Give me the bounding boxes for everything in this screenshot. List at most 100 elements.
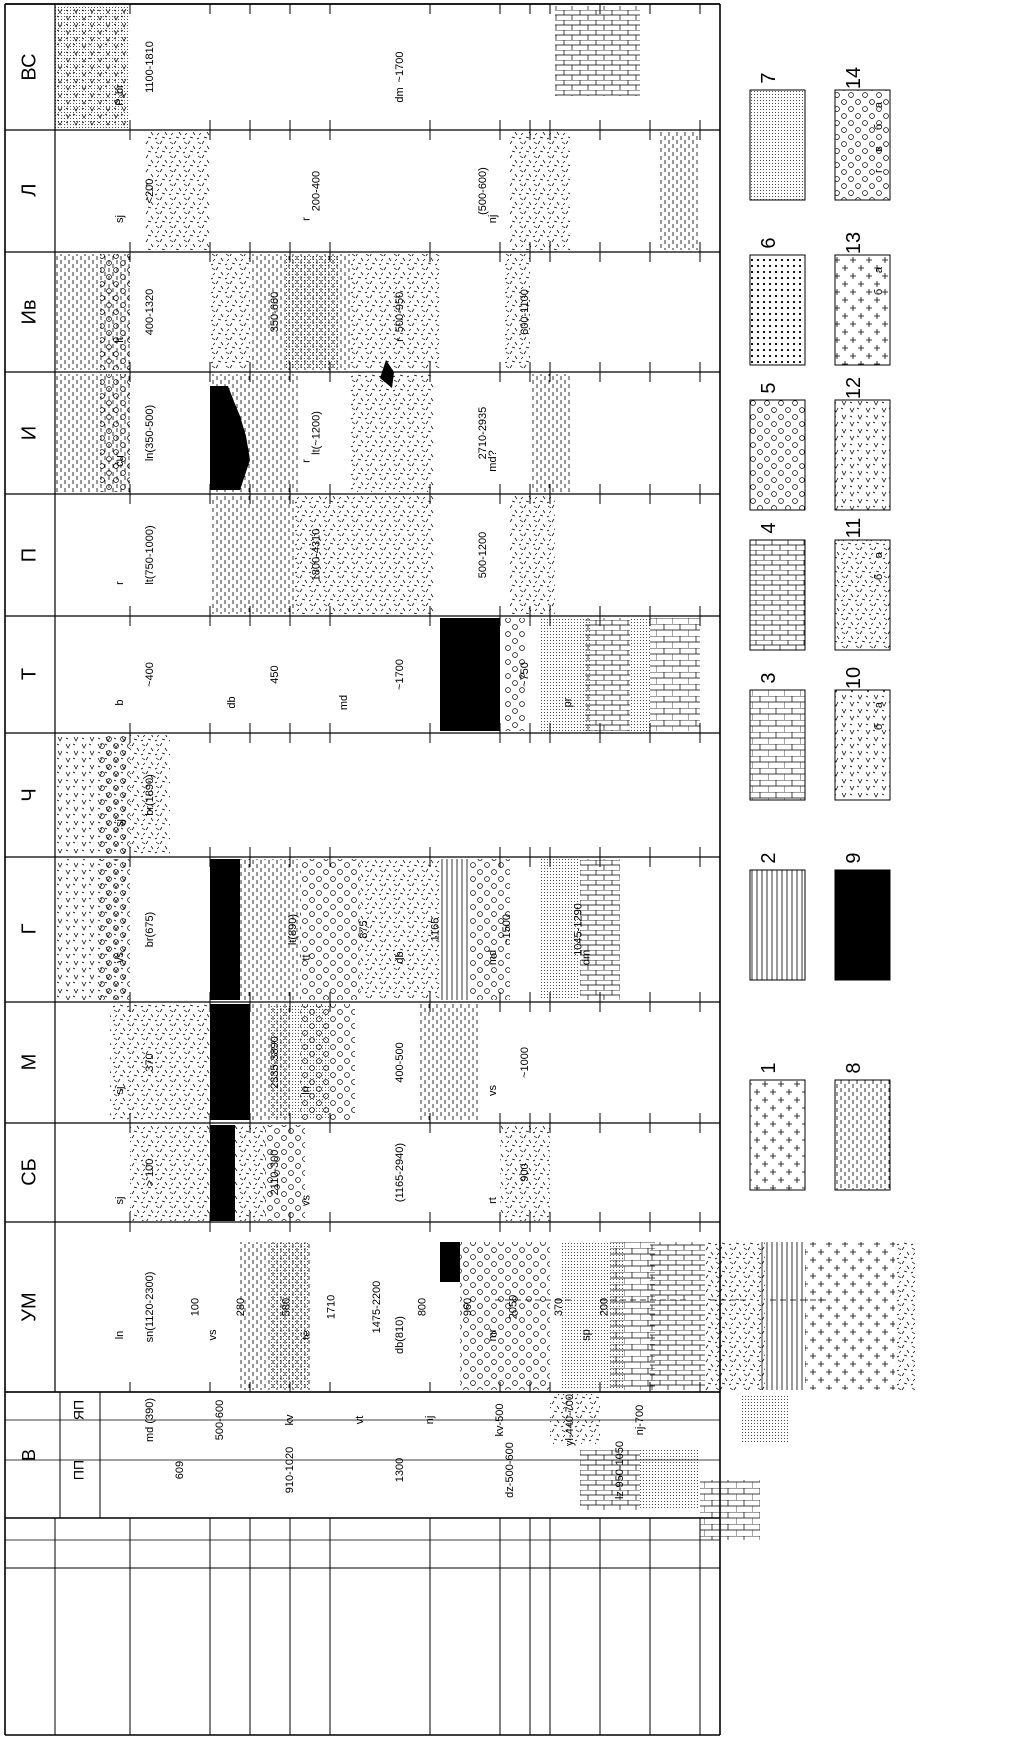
thickness-label: 200 <box>598 1298 610 1316</box>
lithology-fill <box>550 1394 600 1444</box>
lithology-fill <box>650 618 700 731</box>
lithology-fill <box>580 1450 640 1510</box>
lithology-fill <box>740 1394 790 1444</box>
lithology-fill <box>110 1004 210 1120</box>
formation-code: vs <box>207 1329 219 1341</box>
thickness-label: 500-600 <box>214 1400 226 1440</box>
legend-number: 14 <box>843 67 865 89</box>
formation-code: sj <box>114 215 126 223</box>
formation-code: lt <box>114 337 126 343</box>
legend-sublabel: б <box>873 289 885 295</box>
formation-code: vs <box>487 1085 499 1097</box>
formation-code: md <box>487 950 499 965</box>
lithology-fill <box>555 6 640 96</box>
lithology-fill <box>145 132 210 250</box>
thickness-label: md (390) <box>144 1398 156 1442</box>
column-name: Ив <box>18 300 40 325</box>
legend-number: 2 <box>758 852 780 863</box>
thickness-label: 910-1020 <box>284 1447 296 1494</box>
legend-swatch <box>749 689 806 801</box>
legend-sublabel: в <box>873 146 885 152</box>
lithology-fill <box>440 859 470 1000</box>
column-name: ВС <box>18 53 40 80</box>
legend-swatch <box>834 869 891 981</box>
legend-number: 5 <box>758 382 780 393</box>
thickness-label: 500-950 <box>394 292 406 332</box>
thickness-label: 370 <box>144 1053 156 1071</box>
column-name: Ч <box>18 788 40 801</box>
lithology-fill <box>295 496 350 614</box>
formation-code: r <box>394 338 406 342</box>
lithology-fill <box>235 1125 265 1221</box>
thickness-label: nj <box>424 1416 436 1425</box>
thickness-label: 370 <box>553 1298 565 1316</box>
lithology-fill <box>300 1004 355 1120</box>
column-name: Л <box>18 183 40 196</box>
thickness-label: (1165-2940) <box>394 1143 406 1202</box>
thickness-label: lt(750-1000) <box>144 525 156 584</box>
formation-code: sj <box>114 1197 126 1205</box>
lithology-fill <box>210 859 240 1000</box>
thickness-label: kv <box>284 1414 296 1426</box>
legend-number: 1 <box>758 1062 780 1073</box>
thickness-label: 2050 <box>508 1295 520 1319</box>
thickness-label: 1800-4310 <box>311 529 323 582</box>
formation-code: r <box>301 459 313 463</box>
lithology-fill <box>350 254 440 370</box>
formation-code: r <box>114 581 126 585</box>
lithology-fill <box>420 1004 480 1120</box>
thickness-label: 1710 <box>326 1295 338 1319</box>
lithology-fill <box>580 859 620 1000</box>
thickness-label: lt(890) <box>287 914 299 945</box>
formation-code: r <box>301 217 313 221</box>
lithology-fill <box>350 496 435 614</box>
formation-code: sj <box>114 819 126 827</box>
lithology-fill <box>265 1125 305 1221</box>
legend-sublabel: б <box>873 724 885 730</box>
lithology-fill <box>510 132 570 250</box>
thickness-label: ~1500 <box>501 914 513 945</box>
thickness-label: 900 <box>519 1163 531 1181</box>
formation-code: ću <box>114 455 126 467</box>
legend-swatch <box>749 89 806 201</box>
thickness-label: ~1700 <box>394 659 406 690</box>
thickness-label: vt <box>354 1416 366 1425</box>
column-name: СБ <box>18 1158 40 1186</box>
thickness-label: 1475-2200 <box>371 1281 383 1334</box>
lithology-fill <box>540 859 580 1000</box>
formation-code: pr <box>562 697 574 707</box>
lithology-fill <box>805 1242 895 1390</box>
legend-sublabel: а <box>873 701 885 708</box>
legend-swatch <box>834 254 891 366</box>
lithology-fill <box>130 1125 210 1221</box>
region-label: В <box>19 1449 39 1461</box>
thickness-label: 400-500 <box>394 1042 406 1082</box>
formation-code: b <box>114 699 126 705</box>
thickness-label: 2710-2935 <box>477 407 489 460</box>
thickness-label: sn(1120-2300) <box>144 1272 156 1343</box>
lithology-fill <box>480 618 500 731</box>
lithology-fill <box>210 254 250 370</box>
column-name: УМ <box>18 1292 40 1321</box>
thickness-label: lz-950-1050 <box>614 1441 626 1499</box>
thickness-label: 800 <box>417 1298 429 1316</box>
lithology-fill <box>270 1242 310 1390</box>
lithology-fill <box>55 6 130 128</box>
thickness-label: 500-1200 <box>477 532 489 579</box>
legend-sublabel: б <box>873 124 885 130</box>
lithology-fill <box>505 254 530 370</box>
thickness-label: 200-400 <box>311 171 323 211</box>
legend-number: 7 <box>758 72 780 83</box>
formation-code: tt <box>301 954 313 960</box>
legend-sublabel: б <box>873 574 885 580</box>
formation-code: db <box>394 951 406 963</box>
thickness-label: 875 <box>358 920 370 938</box>
thickness-label: 1300 <box>394 1458 406 1482</box>
thickness-label: ~750 <box>519 662 531 687</box>
lithology-fill <box>360 859 440 1000</box>
coal-lens <box>210 386 250 490</box>
thickness-label: br(1890) <box>144 774 156 816</box>
thickness-label: kv-500 <box>494 1403 506 1436</box>
thickness-label: br(675) <box>144 912 156 947</box>
